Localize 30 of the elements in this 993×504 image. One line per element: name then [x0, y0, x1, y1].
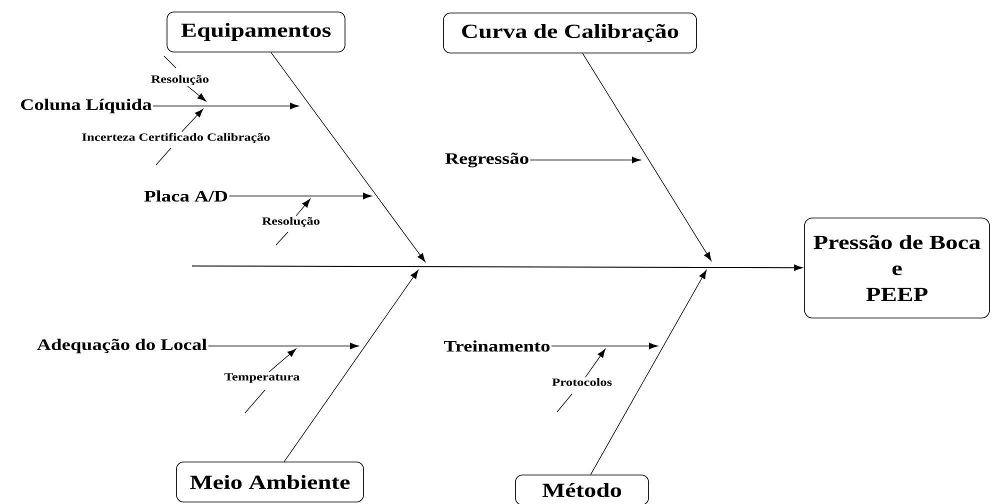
cause-label: Coluna Líquida — [21, 98, 152, 114]
category-box: Método — [515, 474, 649, 504]
arrow — [208, 342, 359, 350]
arrow — [152, 102, 299, 110]
arrow — [582, 53, 712, 262]
arrow — [270, 52, 426, 262]
cause-label: Treinamento — [444, 340, 550, 352]
arrow — [228, 192, 372, 200]
arrow — [268, 348, 296, 372]
effect-box: Pressão de Boca e PEEP — [804, 218, 990, 318]
sub-cause-label: Temperatura — [224, 373, 300, 383]
category-box: Equipamentos — [166, 12, 346, 52]
cause-label: Adequação do Local — [37, 338, 207, 354]
arrow — [187, 86, 206, 102]
sub-cause-label: Resolução — [262, 217, 320, 227]
arrow — [284, 270, 418, 462]
arrow — [296, 198, 310, 216]
arrow — [530, 156, 641, 164]
cause-label: Placa A/D — [144, 190, 228, 202]
sub-cause-label: Resolução — [151, 75, 209, 85]
arrow — [192, 264, 802, 271]
arrow — [181, 108, 204, 132]
sub-cause-label: Protocolos — [552, 378, 612, 386]
sub-cause-label: Incerteza Certificado Calibração — [82, 133, 270, 143]
arrow — [585, 348, 606, 378]
category-box: Curva de Calibração — [443, 12, 697, 54]
arrow — [590, 270, 707, 475]
arrow — [551, 342, 658, 350]
category-box: Meio Ambiente — [176, 462, 364, 502]
cause-label: Regressão — [445, 152, 528, 168]
